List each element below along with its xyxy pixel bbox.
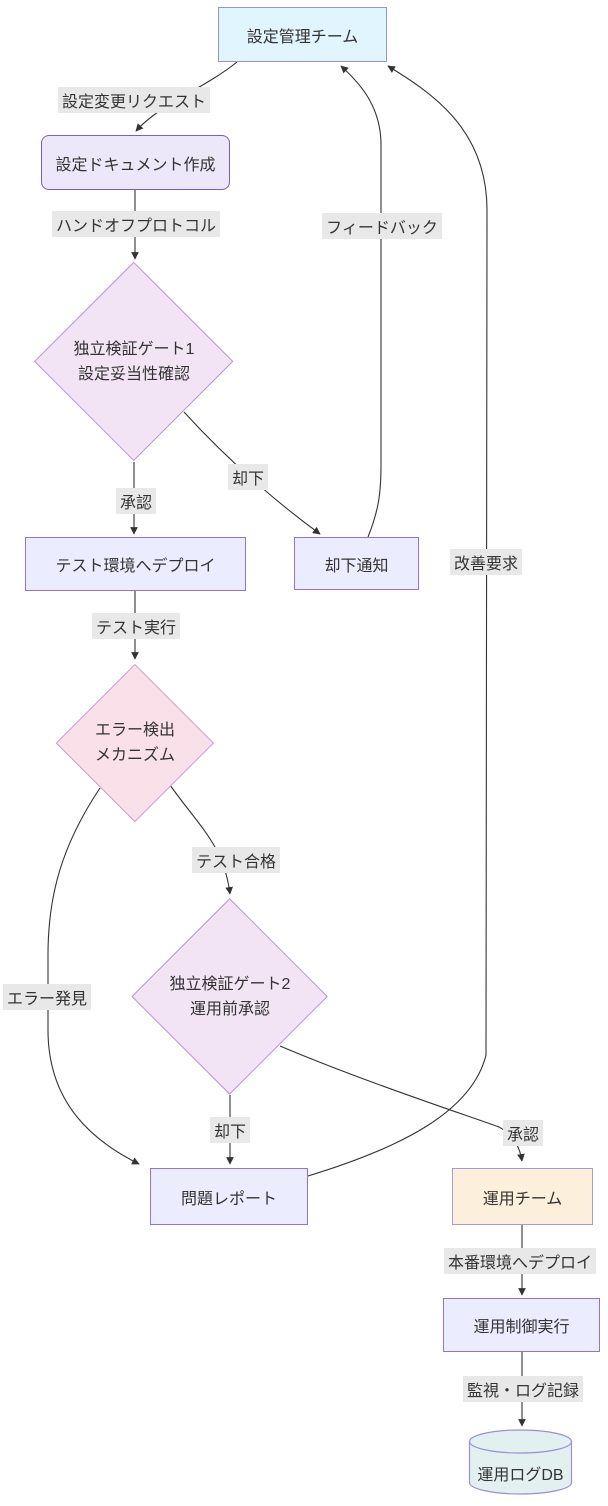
node-reject-notice: 却下通知	[294, 537, 419, 590]
edge-label-reject2: 却下	[209, 1117, 251, 1143]
node-ops-team-label: 運用チーム	[482, 1190, 563, 1208]
edge-test-pass	[169, 784, 233, 895]
node-error-detect-label: エラー検出 メカニズム	[95, 718, 175, 768]
node-gate2-line2: 運用前承認	[189, 1001, 270, 1018]
node-ops-exec-label: 運用制御実行	[473, 1319, 570, 1336]
node-gate2-line1: 独立検証ゲート2	[169, 976, 291, 993]
node-ops-log-db: 運用ログDB	[468, 1429, 573, 1496]
edge-label-handoff: ハンドオフプロトコル	[51, 211, 221, 237]
node-test-deploy: テスト環境へデプロイ	[25, 537, 246, 591]
edge-error-found	[47, 787, 140, 1165]
node-doc-create: 設定ドキュメント作成	[41, 135, 230, 190]
database-cylinder-icon	[468, 1429, 573, 1495]
edge-label-monitor: 監視・ログ記録	[462, 1376, 584, 1402]
edge-label-test-pass: テスト合格	[191, 847, 281, 873]
node-ops-exec: 運用制御実行	[443, 1298, 600, 1352]
node-gate2-label: 独立検証ゲート2 運用前承認	[170, 972, 291, 1022]
edge-label-reject1: 却下	[227, 464, 269, 490]
edge-label-error-found: エラー発見	[2, 984, 92, 1010]
edge-label-test-exec: テスト実行	[91, 613, 181, 639]
node-reject-notice-label: 却下通知	[324, 557, 389, 575]
edge-label-change-request: 設定変更リクエスト	[57, 87, 211, 113]
edge-label-feedback: フィードバック	[322, 213, 442, 239]
edge-approve2	[279, 1045, 525, 1162]
node-error-detect-line2: メカニズム	[94, 747, 176, 764]
node-test-deploy-label: テスト環境へデプロイ	[55, 558, 216, 575]
edge-label-approve1: 承認	[115, 488, 157, 514]
node-gate1-line1: 独立検証ゲート1	[73, 341, 195, 358]
edge-label-deploy-prod: 本番環境へデプロイ	[443, 1248, 597, 1274]
edge-feedback	[340, 65, 382, 538]
node-config-team: 設定管理チーム	[218, 7, 387, 62]
node-ops-team: 運用チーム	[452, 1168, 593, 1225]
node-problem-report-label: 問題レポート	[180, 1190, 277, 1208]
node-doc-create-label: 設定ドキュメント作成	[55, 156, 216, 174]
edge-label-improve: 改善要求	[449, 549, 523, 575]
node-error-detect-line1: エラー検出	[94, 722, 176, 739]
edge-improve	[307, 65, 488, 1177]
node-config-team-label: 設定管理チーム	[246, 28, 359, 46]
node-problem-report: 問題レポート	[150, 1168, 308, 1225]
edge-label-approve2: 承認	[502, 1120, 544, 1146]
node-gate1-label: 独立検証ゲート1 設定妥当性確認	[74, 337, 195, 387]
node-ops-log-db-label: 運用ログDB	[477, 1467, 564, 1484]
node-gate1-line2: 設定妥当性確認	[77, 366, 190, 383]
